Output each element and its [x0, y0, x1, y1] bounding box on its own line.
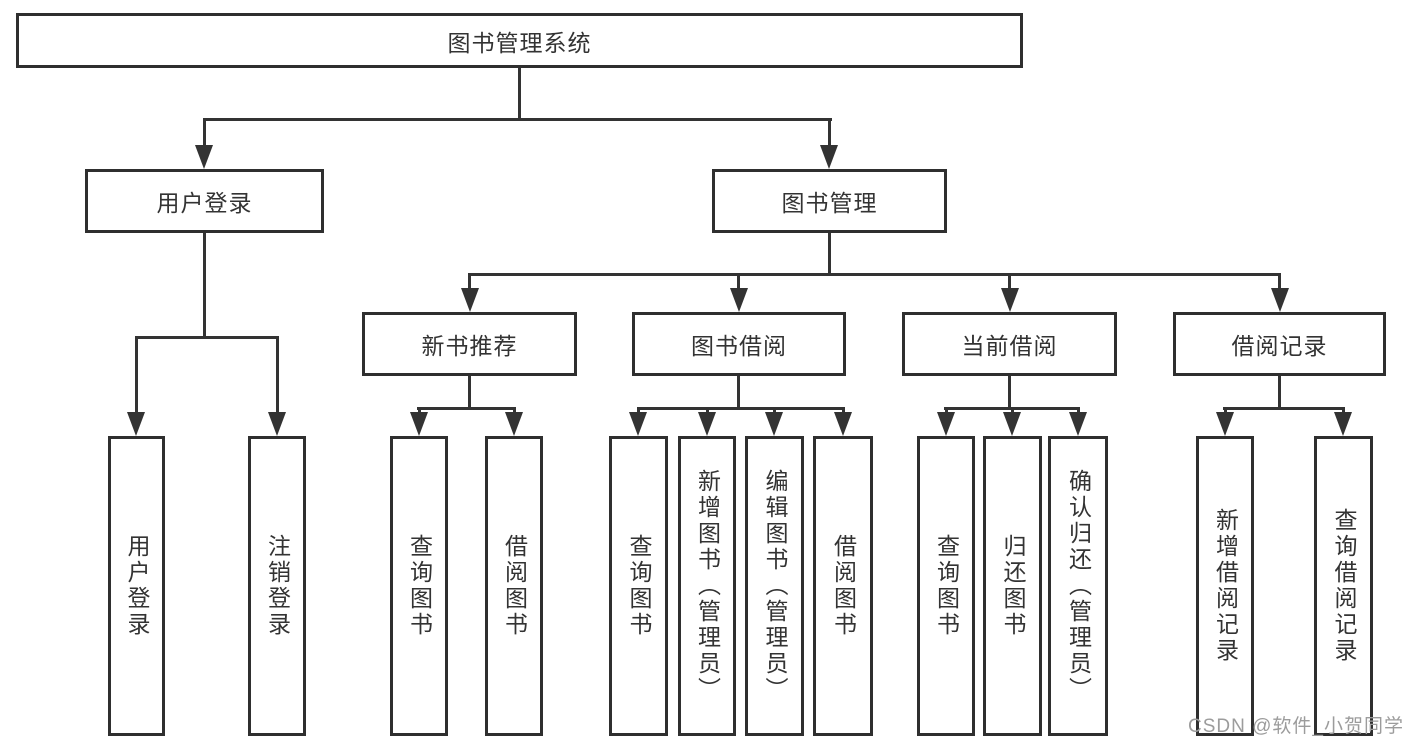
arrowhead-bb-edit [765, 412, 783, 436]
leaf-bb-query-books: 查询图书 [609, 436, 668, 736]
connector-user-login-stem [203, 233, 206, 336]
connector-drop-bb-add [706, 407, 709, 416]
connector-new-book-stem [468, 376, 471, 407]
arrowhead-leaf-login [127, 412, 145, 436]
connector-drop-nb-query [418, 407, 421, 416]
node-book-mgmt: 图书管理 [712, 169, 947, 233]
connector-drop-bb-edit [773, 407, 776, 416]
connector-book-borrow-rail [637, 407, 844, 410]
connector-drop-current-borrow [1008, 273, 1011, 291]
leaf-nb-borrow-books: 借阅图书 [485, 436, 543, 736]
connector-book-borrow-stem [737, 376, 740, 407]
arrowhead-cb-query [937, 412, 955, 436]
leaf-bb-edit-books-admin: 编辑图书（管理员） [745, 436, 804, 736]
leaf-cb-confirm-return-admin: 确认归还（管理员） [1048, 436, 1108, 736]
arrowhead-book-borrow [730, 288, 748, 312]
connector-level1-rail [203, 118, 832, 121]
connector-drop-nb-borrow [513, 407, 516, 416]
leaf-br-add-record: 新增借阅记录 [1196, 436, 1254, 736]
connector-level3-rail [468, 273, 1281, 276]
arrowhead-nb-borrow [505, 412, 523, 436]
arrowhead-bb-add [698, 412, 716, 436]
connector-drop-user-login [203, 118, 206, 148]
node-user-login: 用户登录 [85, 169, 324, 233]
node-borrow-record: 借阅记录 [1173, 312, 1386, 376]
csdn-watermark: CSDN @软件_小贺同学 [1188, 716, 1404, 737]
connector-drop-book-borrow [737, 273, 740, 291]
arrowhead-cb-confirm [1069, 412, 1087, 436]
connector-drop-br-add [1224, 407, 1227, 416]
connector-user-login-rail [135, 336, 279, 339]
leaf-logout-login: 注销登录 [248, 436, 306, 736]
connector-drop-borrow-record [1278, 273, 1281, 291]
arrowhead-current-borrow [1001, 288, 1019, 312]
arrowhead-bb-borrow [834, 412, 852, 436]
connector-borrow-record-stem [1278, 376, 1281, 407]
arrowhead-bb-query [629, 412, 647, 436]
leaf-bb-borrow-books: 借阅图书 [813, 436, 873, 736]
connector-borrow-record-rail [1223, 407, 1345, 410]
connector-book-mgmt-stem [828, 233, 831, 273]
connector-drop-cb-return [1011, 407, 1014, 416]
arrowhead-cb-return [1003, 412, 1021, 436]
node-new-book-recommend: 新书推荐 [362, 312, 577, 376]
connector-drop-br-query [1342, 407, 1345, 416]
leaf-nb-query-books: 查询图书 [390, 436, 448, 736]
leaf-bb-add-books-admin: 新增图书（管理员） [678, 436, 736, 736]
connector-drop-cb-confirm [1077, 407, 1080, 416]
arrowhead-new-book [461, 288, 479, 312]
connector-drop-bb-borrow [842, 407, 845, 416]
connector-drop-bb-query [637, 407, 640, 416]
connector-new-book-rail [417, 407, 516, 410]
arrowhead-nb-query [410, 412, 428, 436]
connector-drop-leaf-logout [276, 336, 279, 416]
connector-root-stem [518, 68, 521, 118]
connector-drop-new-book [468, 273, 471, 291]
arrowhead-leaf-logout [268, 412, 286, 436]
arrowhead-br-query [1334, 412, 1352, 436]
arrowhead-br-add [1216, 412, 1234, 436]
connector-current-borrow-stem [1008, 376, 1011, 407]
arrowhead-book-mgmt [820, 145, 838, 169]
connector-drop-leaf-login [135, 336, 138, 416]
connector-drop-cb-query [945, 407, 948, 416]
leaf-br-query-record: 查询借阅记录 [1314, 436, 1373, 736]
node-book-borrow: 图书借阅 [632, 312, 846, 376]
leaf-user-login: 用户登录 [108, 436, 165, 736]
leaf-cb-return-books: 归还图书 [983, 436, 1042, 736]
arrowhead-borrow-record [1271, 288, 1289, 312]
node-library-system: 图书管理系统 [16, 13, 1023, 68]
arrowhead-user-login [195, 145, 213, 169]
connector-drop-book-mgmt [828, 118, 831, 148]
leaf-cb-query-books: 查询图书 [917, 436, 975, 736]
node-current-borrow: 当前借阅 [902, 312, 1117, 376]
